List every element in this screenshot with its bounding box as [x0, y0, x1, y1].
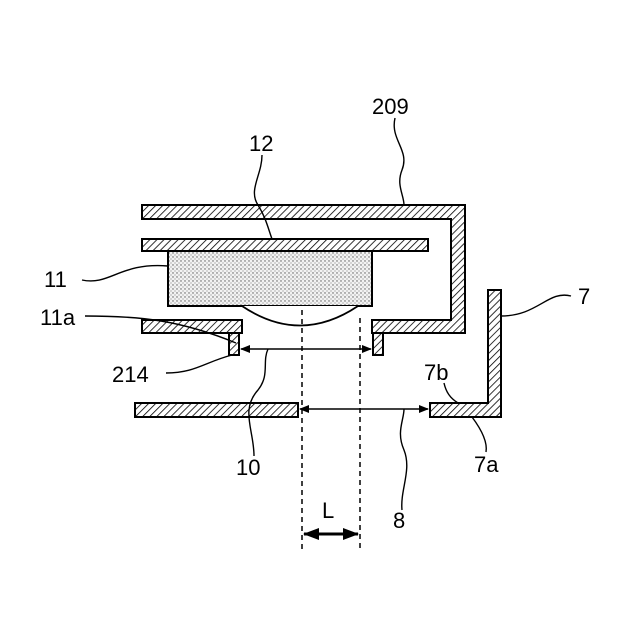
label-8: 8	[393, 508, 405, 533]
label-L: L	[322, 498, 334, 523]
label-7b: 7b	[424, 360, 448, 385]
leader-7b	[444, 383, 458, 403]
leader-8	[400, 409, 406, 510]
label-12: 12	[249, 131, 273, 156]
label-7: 7	[578, 284, 590, 309]
base-plate-left	[135, 403, 298, 417]
leader-214	[166, 355, 232, 373]
housing-bottom-flange-left	[142, 320, 242, 333]
leader-7	[501, 295, 571, 316]
leader-209	[394, 118, 404, 205]
leader-11	[82, 266, 168, 281]
lens-11a	[242, 306, 358, 326]
leader-12	[254, 155, 272, 239]
label-10: 10	[236, 455, 260, 480]
label-7a: 7a	[474, 452, 499, 477]
leader-7a	[472, 417, 486, 452]
label-214: 214	[112, 362, 149, 387]
sensor-11	[168, 251, 372, 306]
label-209: 209	[372, 94, 409, 119]
label-11a: 11a	[40, 305, 76, 330]
label-11: 11	[44, 267, 67, 292]
tab-214-right	[373, 333, 383, 355]
tab-214-left	[229, 333, 239, 355]
plate-12	[142, 239, 428, 251]
